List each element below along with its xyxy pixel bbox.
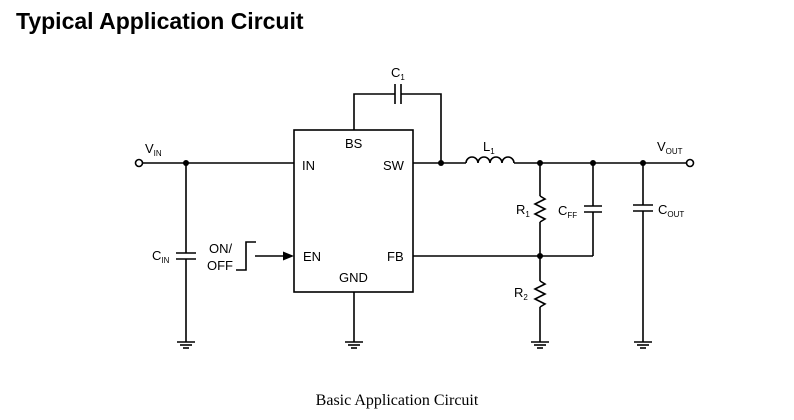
cff-label: CFF [558,203,577,220]
onoff-label-line1: ON/ [209,241,233,256]
figure-caption: Basic Application Circuit [315,392,479,409]
ic-ground-icon [345,341,363,349]
enable-arrow-icon [283,251,294,261]
vout-terminal [685,158,695,168]
vin-label: VIN [145,141,162,158]
fb-node [537,253,543,259]
c1-wire-left [353,93,395,130]
r1-label: R1 [516,202,530,219]
l1-label: L1 [483,139,495,156]
pin-bs-label: BS [345,136,363,151]
vin-terminal [134,158,144,168]
resistor-r1-icon [533,195,547,223]
resistor-r2-icon [533,280,547,308]
page-title: Typical Application Circuit [16,8,304,34]
cin-ground-icon [177,341,195,349]
pin-sw-label: SW [383,158,405,173]
pin-fb-label: FB [387,249,404,264]
r2-label: R2 [514,285,528,302]
ic-body [293,129,414,293]
cout-label: COUT [658,202,684,219]
r2-ground-icon [531,341,549,349]
c1-label: C1 [391,65,405,82]
pin-in-label: IN [302,158,315,173]
pin-en-label: EN [303,249,321,264]
c1-wire-right [401,93,442,163]
inductor-l1-icon [465,156,515,164]
vout-label: VOUT [657,139,683,156]
cin-label: CIN [152,248,170,265]
onoff-label-line2: OFF [207,258,233,273]
sw-node [438,160,444,166]
cout-ground-icon [634,341,652,349]
pin-gnd-label: GND [339,270,368,285]
enable-step-icon [236,241,256,271]
